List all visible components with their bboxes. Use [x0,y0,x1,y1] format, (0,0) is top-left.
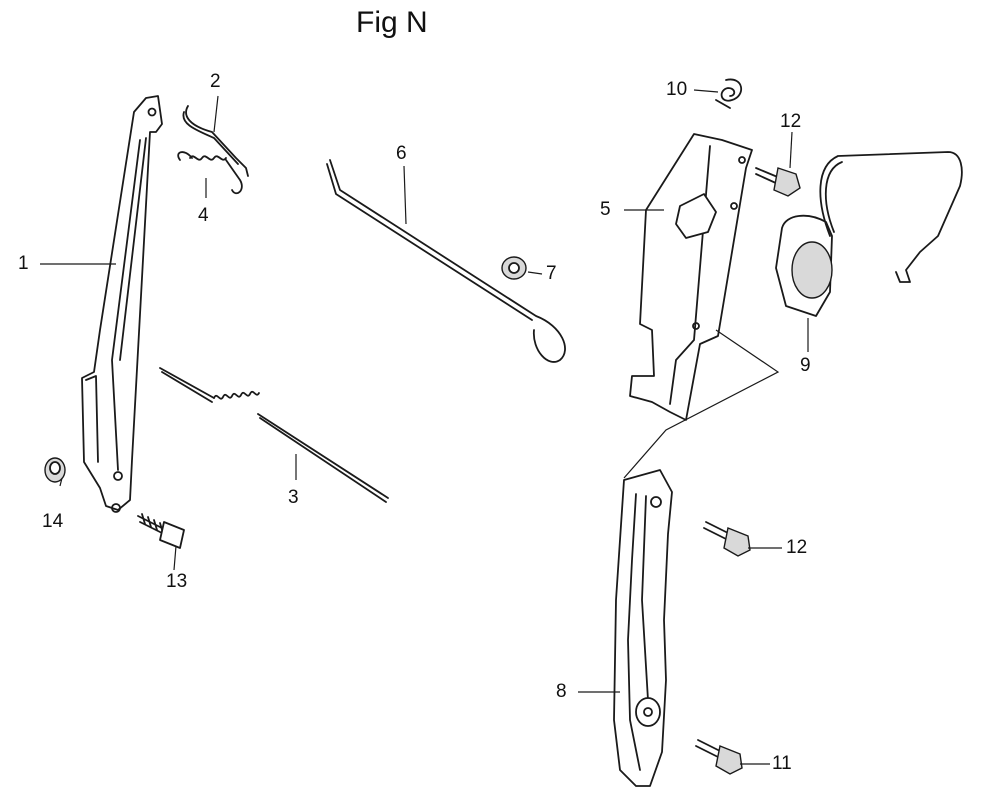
callout-7: 7 [546,263,557,284]
part-7-nut [501,256,527,280]
part-5-control-bracket [629,133,753,421]
callout-2: 2 [210,71,221,92]
part-8-cover [613,469,673,787]
part-12-bolt-lower [703,521,751,557]
callout-1: 1 [18,253,29,274]
callout-6: 6 [396,143,407,164]
part-12-bolt-top [755,167,801,197]
part-3-spring-rod [159,367,389,503]
part-10-clip [715,78,742,109]
part-13-bolt [137,513,185,549]
part-2-rod [182,105,249,177]
assembly-connector [623,329,780,479]
callout-13: 13 [166,571,188,592]
part-9-switch [775,151,963,317]
figure-title: Fig N [356,6,428,39]
callout-3: 3 [288,487,299,508]
callout-8: 8 [556,681,567,702]
callout-5: 5 [600,199,611,220]
part-1-lever-bracket [81,95,163,513]
callout-4: 4 [198,205,209,226]
callout-12-top: 12 [780,111,802,132]
callout-11: 11 [772,753,792,774]
part-11-bolt [695,739,743,775]
part-4-spring [177,151,243,195]
part-6-wire-rod [326,159,566,363]
callout-9: 9 [800,355,811,376]
callout-14: 14 [42,511,64,532]
callout-12-lower: 12 [786,537,808,558]
callout-10: 10 [666,79,688,100]
part-14-nut [44,457,66,483]
callout-leaders [40,89,809,765]
